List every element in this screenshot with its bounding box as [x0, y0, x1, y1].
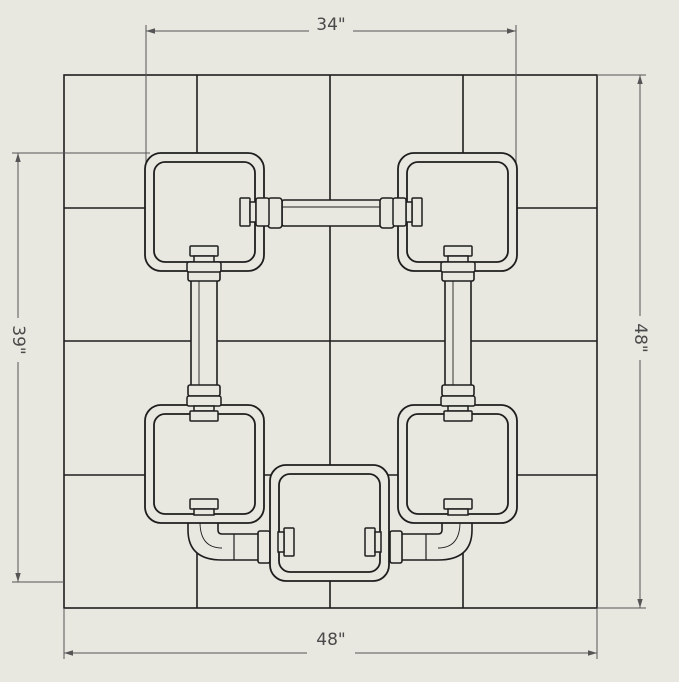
- flange-left: [277, 527, 295, 557]
- square-frame-top-left: [144, 152, 265, 272]
- dimension-label-right: 48": [630, 323, 650, 352]
- flange-bottom: [443, 498, 473, 516]
- square-frame-bottom-left: [144, 404, 265, 524]
- dimension-label-left: 39": [8, 325, 28, 354]
- square-frame-bottom-right: [397, 404, 518, 524]
- pipe-left-vertical: [187, 269, 221, 397]
- dimensions: [12, 25, 646, 659]
- square-frame-bottom-center: [269, 464, 390, 582]
- flange-right: [364, 527, 382, 557]
- elbow-fitting-right: [389, 519, 473, 564]
- dimension-label-top: 34": [316, 15, 345, 35]
- flange-bottom: [440, 245, 476, 273]
- flange-bottom: [189, 498, 219, 516]
- flange-top: [440, 395, 476, 422]
- flange-top: [186, 395, 222, 422]
- flange-bottom: [186, 245, 222, 273]
- pipe-top-horizontal: [267, 197, 395, 229]
- flanges: [186, 197, 476, 557]
- flange-right: [239, 197, 270, 227]
- elbow-fitting-left: [187, 519, 271, 564]
- square-frames: [144, 152, 518, 582]
- dimension-label-bottom: 48": [316, 630, 345, 650]
- flange-left: [392, 197, 423, 227]
- pipes: [187, 197, 475, 564]
- pipe-right-vertical: [441, 269, 475, 397]
